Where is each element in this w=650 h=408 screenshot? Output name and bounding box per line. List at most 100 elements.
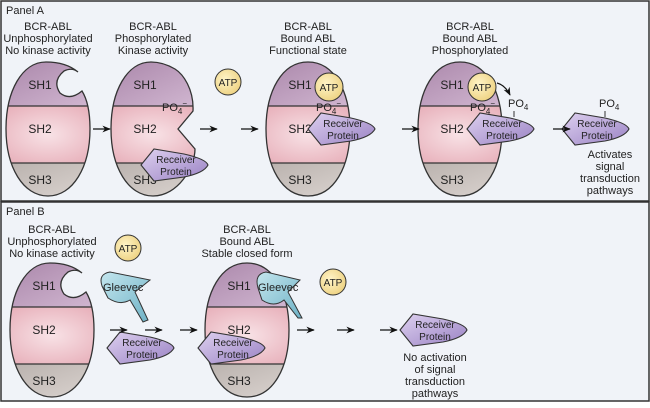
svg-text:Bound ABL: Bound ABL	[219, 236, 274, 248]
atp-bound: ATP	[314, 72, 344, 102]
sh3-label: SH3	[227, 374, 251, 388]
svg-text:Receiver: Receiver	[213, 338, 253, 349]
atp-molecule: ATP	[214, 68, 242, 96]
caption-a1: BCR-ABL Unphosphorylated No kinase activ…	[3, 21, 92, 57]
svg-text:Protein: Protein	[217, 350, 249, 361]
atp-molecule: ATP	[114, 234, 142, 262]
svg-text:pathways: pathways	[587, 185, 634, 197]
sh3-label: SH3	[32, 374, 56, 388]
sh1-label: SH1	[288, 78, 312, 92]
svg-text:signal: signal	[596, 161, 625, 173]
svg-text:ATP: ATP	[473, 83, 492, 94]
svg-text:transduction: transduction	[405, 376, 465, 388]
svg-text:Gleevec: Gleevec	[103, 282, 144, 294]
sh2-label: SH2	[133, 122, 157, 136]
svg-text:Activates: Activates	[588, 149, 633, 161]
sh2-label: SH2	[28, 122, 52, 136]
svg-text:Protein: Protein	[581, 131, 613, 142]
sh1-label: SH1	[440, 78, 464, 92]
atp-molecule: ATP	[319, 268, 347, 296]
svg-text:Unphosphorylated: Unphosphorylated	[7, 236, 96, 248]
svg-text:Receiver: Receiver	[415, 320, 455, 331]
svg-text:Protein: Protein	[486, 131, 518, 142]
panel-b	[0, 201, 650, 402]
svg-text:Functional state: Functional state	[269, 45, 347, 57]
svg-text:No activation: No activation	[403, 352, 467, 364]
svg-text:Receiver: Receiver	[577, 119, 617, 130]
gleevec-bound: Gleevec	[256, 271, 303, 319]
sh2-domain	[6, 106, 90, 163]
svg-text:PO4: PO4	[508, 98, 529, 112]
svg-text:Stable closed form: Stable closed form	[201, 248, 292, 260]
svg-text:Receiver: Receiver	[323, 119, 363, 130]
po4-label-a3: PO4−	[316, 99, 341, 116]
svg-text:Receiver: Receiver	[156, 155, 196, 166]
svg-text:BCR-ABL: BCR-ABL	[284, 21, 332, 33]
svg-text:Receiver: Receiver	[122, 338, 162, 349]
po4-on-receiver: PO4	[508, 98, 529, 117]
svg-text:transduction: transduction	[580, 173, 640, 185]
sh1-label: SH1	[133, 78, 157, 92]
panel-b-title: Panel B	[6, 206, 45, 218]
svg-text:Protein: Protein	[126, 350, 158, 361]
caption-a2: BCR-ABL Phosphorylated Kinase activity	[115, 21, 191, 57]
svg-text:Bound ABL: Bound ABL	[442, 33, 497, 45]
sh2-domain	[10, 307, 94, 364]
outcome-b: No activation of signal transduction pat…	[403, 352, 467, 400]
phosphate-transfer-arrow	[496, 82, 511, 96]
svg-text:Receiver: Receiver	[482, 119, 522, 130]
svg-text:BCR-ABL: BCR-ABL	[24, 21, 72, 33]
svg-text:ATP: ATP	[324, 278, 343, 289]
sh2-label: SH2	[288, 122, 312, 136]
svg-text:pathways: pathways	[412, 388, 459, 400]
sh3-label: SH3	[28, 173, 52, 187]
svg-text:ATP: ATP	[119, 244, 138, 255]
svg-text:of signal: of signal	[415, 364, 456, 376]
caption-a3: BCR-ABL Bound ABL Functional state	[269, 21, 347, 57]
svg-text:Protein: Protein	[327, 131, 359, 142]
caption-b1: BCR-ABL Unphosphorylated No kinase activ…	[7, 224, 96, 260]
svg-text:Bound ABL: Bound ABL	[280, 33, 335, 45]
svg-text:PO4−: PO4−	[162, 99, 187, 116]
po4-on-receiver: PO4	[599, 98, 620, 117]
svg-text:BCR-ABL: BCR-ABL	[446, 21, 494, 33]
caption-a4: BCR-ABL Bound ABL Phosphorylated	[432, 21, 508, 57]
outcome-a: Activates signal transduction pathways	[580, 149, 640, 197]
svg-text:Phosphorylated: Phosphorylated	[432, 45, 508, 57]
caption-b2: BCR-ABL Bound ABL Stable closed form	[201, 224, 292, 260]
svg-text:Phosphorylated: Phosphorylated	[115, 33, 191, 45]
svg-text:Protein: Protein	[160, 167, 192, 178]
svg-text:PO4: PO4	[599, 98, 620, 112]
po4-label-a4: PO4−	[470, 99, 495, 116]
sh1-label: SH1	[227, 279, 251, 293]
svg-text:No kinase activity: No kinase activity	[9, 248, 95, 260]
atp-bound: ATP	[467, 72, 497, 102]
sh2-label: SH2	[32, 323, 56, 337]
svg-text:BCR-ABL: BCR-ABL	[129, 21, 177, 33]
sh1-label: SH1	[32, 279, 56, 293]
svg-text:ATP: ATP	[320, 83, 339, 94]
svg-text:PO4−: PO4−	[470, 99, 495, 116]
svg-text:PO4−: PO4−	[316, 99, 341, 116]
svg-text:No kinase activity: No kinase activity	[5, 45, 91, 57]
po4-label-a2: PO4−	[162, 99, 187, 116]
sh3-label: SH3	[288, 173, 312, 187]
panel-a-title: Panel A	[6, 5, 45, 17]
svg-text:Gleevec: Gleevec	[258, 282, 299, 294]
svg-text:Kinase activity: Kinase activity	[118, 45, 189, 57]
svg-text:BCR-ABL: BCR-ABL	[28, 224, 76, 236]
sh2-label: SH2	[227, 323, 251, 337]
svg-text:ATP: ATP	[219, 78, 238, 89]
svg-text:Protein: Protein	[419, 332, 451, 343]
gleevec-molecule: Gleevec	[100, 271, 152, 323]
svg-text:Unphosphorylated: Unphosphorylated	[3, 33, 92, 45]
sh1-label: SH1	[28, 78, 52, 92]
